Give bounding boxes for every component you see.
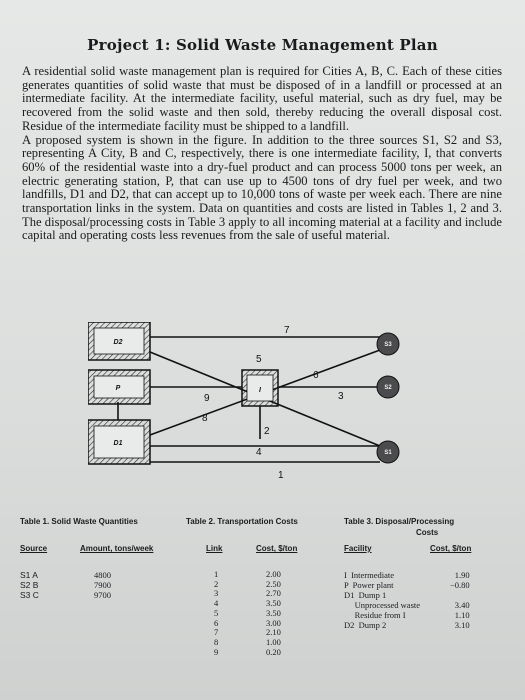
table3-header-facility: Facility: [344, 544, 372, 553]
landfill-d2: [88, 322, 151, 361]
table1-amounts: 4800 7900 9700: [94, 570, 111, 600]
s2-label: S2: [384, 385, 392, 391]
table1-title: Table 1. Solid Waste Quantities: [20, 517, 138, 526]
paragraph-1: A residential solid waste management pla…: [22, 64, 502, 133]
link-9-label: 9: [204, 393, 210, 404]
source-s3-node: [376, 332, 400, 356]
landfill-d1: [88, 419, 151, 465]
document-title: Project 1: Solid Waste Management Plan: [87, 36, 438, 54]
p-label: P: [116, 385, 121, 392]
d2-label: D2: [114, 339, 123, 346]
table2-header-link: Link: [206, 544, 223, 553]
d1-label: D1: [114, 440, 123, 447]
s1-label: S1: [384, 450, 392, 456]
source-s1-node: [376, 440, 400, 464]
table3-costs: 1.90 −0.80 3.40 1.10 3.10: [450, 570, 470, 630]
table3-title: Table 3. Disposal/Processing: [344, 517, 455, 526]
link-5-label: 5: [256, 354, 262, 365]
table2-links: 1 2 3 4 5 6 7 8 9: [214, 569, 219, 657]
intermediate-facility-i: [241, 369, 279, 407]
i-label: I: [259, 387, 262, 394]
link-4-label: 4: [256, 447, 262, 458]
table1-header-amount: Amount, tons/week: [80, 544, 154, 553]
table1-header-source: Source: [20, 544, 48, 553]
link-3-label: 3: [338, 391, 344, 402]
link-2-label: 2: [264, 426, 270, 437]
system-figure: D2 P D1 I S3 S2 S1 7 5 6 9 3 8 2 4 1: [88, 322, 400, 481]
link-1-label: 1: [278, 470, 284, 481]
table3-title-costs: Costs: [416, 528, 439, 537]
table2-costs: 2.00 2.50 2.70 3.50 3.50 3.00 2.10 1.00 …: [266, 569, 281, 657]
source-s2-node: [376, 375, 400, 399]
link-6-label: 6: [313, 370, 319, 381]
table3-header-cost: Cost, $/ton: [430, 544, 472, 553]
power-plant-p: [88, 369, 151, 405]
paragraph-2: A proposed system is shown in the figure…: [22, 132, 502, 243]
link-8-label: 8: [202, 413, 208, 424]
s3-label: S3: [384, 342, 392, 348]
table2-title: Table 2. Transportation Costs: [186, 517, 298, 526]
link-7-label: 7: [284, 325, 290, 336]
table2-header-cost: Cost, $/ton: [256, 544, 298, 553]
table1-sources: S1 A S2 B S3 C: [20, 570, 39, 600]
problem-statement: A residential solid waste management pla…: [22, 64, 502, 243]
table3-facilities: I Intermediate P Power plant D1 Dump 1 U…: [344, 570, 421, 630]
